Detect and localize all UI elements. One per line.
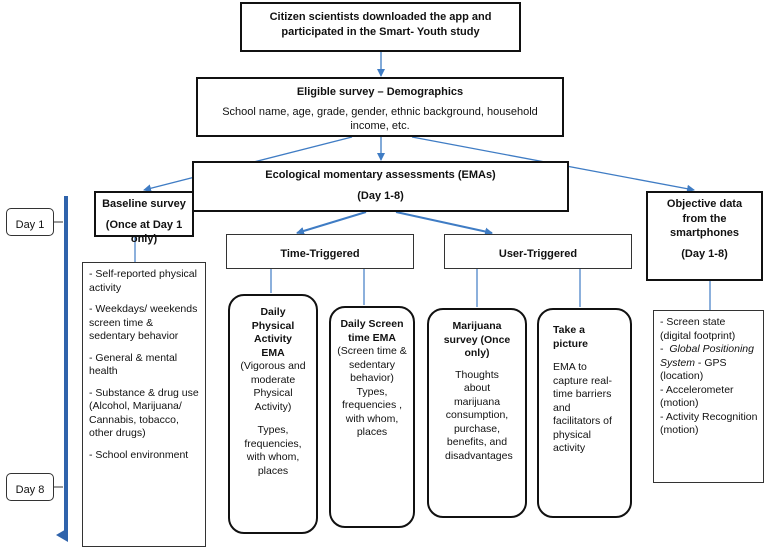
objective-items-list: - Screen state (digital footprint) - Glo… (653, 310, 764, 483)
participation-line-1: Citizen scientists downloaded the app an… (269, 11, 492, 23)
take-picture-desc: EMA to capture real-time barriers and fa… (553, 361, 612, 454)
eligible-survey-title: Eligible survey – Demographics (296, 86, 464, 98)
daily-pa-ema-box: Daily Physical Activity EMA (Vigorous an… (228, 294, 318, 534)
baseline-survey-box: Baseline survey (Once at Day 1 only) (94, 191, 194, 245)
ema-title: Ecological momentary assessments (EMAs) (265, 169, 496, 181)
daily-screen-time-ema-box: Daily Screen time EMA (Screen time & sed… (329, 306, 415, 528)
objective-data-box: Objective data from the smartphones (Day… (646, 191, 763, 281)
take-picture-box: Take a picture EMA to capture real-time … (537, 308, 632, 518)
daily-st-types: Types, frequencies , with whom, places (341, 385, 403, 439)
user-triggered-label: User-Triggered (498, 248, 578, 260)
marijuana-title: Marijuana survey (Once only) (443, 320, 511, 359)
day1-label: Day 1 (6, 208, 54, 236)
list-item: - Global Positioning System - GPS (locat… (660, 343, 754, 382)
daily-st-title: Daily Screen time EMA (340, 318, 404, 344)
list-item: - Screen state (digital footprint) (660, 316, 736, 342)
daily-st-desc: (Screen time & sedentary behavior) (337, 345, 407, 384)
list-item: - Substance & drug use (Alcohol, Marijua… (89, 386, 199, 440)
list-item: - Activity Recognition (motion) (660, 410, 758, 437)
ema-days: (Day 1-8) (357, 189, 404, 202)
ema-box: Ecological momentary assessments (EMAs) … (192, 161, 569, 212)
baseline-once: (Once at Day 1 only) (105, 218, 183, 246)
time-triggered-label: Time-Triggered (280, 248, 360, 260)
daily-pa-types: Types, frequencies, with whom, places (244, 424, 302, 477)
arrow-ema-to-user (395, 211, 493, 236)
eligible-survey-box: Eligible survey – Demographics School na… (196, 77, 564, 137)
study-participation-box: Citizen scientists downloaded the app an… (240, 2, 521, 52)
baseline-items-list: - Self-reported physical activity - Week… (82, 262, 206, 547)
eligible-survey-detail-2: income, etc. (350, 120, 410, 132)
marijuana-desc: Thoughts about marijuana consumption, pu… (445, 368, 513, 462)
time-triggered-box: Time-Triggered (226, 234, 414, 269)
daily-pa-title: Daily Physical Activity EMA (251, 306, 295, 359)
daily-pa-desc: (Vigorous and moderate Physical Activity… (240, 360, 306, 413)
list-item: - Weekdays/ weekends screen time & seden… (89, 303, 198, 342)
list-item: - School environment (89, 448, 189, 461)
arrow-ema-to-time (296, 211, 367, 235)
objective-line-2: from the (682, 212, 727, 225)
objective-days: (Day 1-8) (681, 247, 728, 260)
objective-line-3: smartphones (669, 227, 740, 239)
list-item: - Self-reported physical activity (89, 268, 197, 294)
objective-line-1: Objective data (666, 198, 743, 210)
user-triggered-box: User-Triggered (444, 234, 632, 269)
take-picture-title: Take a picture (553, 324, 589, 350)
day8-label: Day 8 (6, 473, 54, 501)
marijuana-survey-box: Marijuana survey (Once only) Thoughts ab… (427, 308, 527, 518)
baseline-title: Baseline survey (102, 198, 186, 210)
eligible-survey-detail-1: School name, age, grade, gender, ethnic … (222, 105, 538, 118)
participation-line-2: participated in the Smart- Youth study (281, 25, 480, 38)
list-item: - Accelerometer (motion) (660, 383, 734, 410)
list-item: - General & mental health (89, 351, 178, 378)
